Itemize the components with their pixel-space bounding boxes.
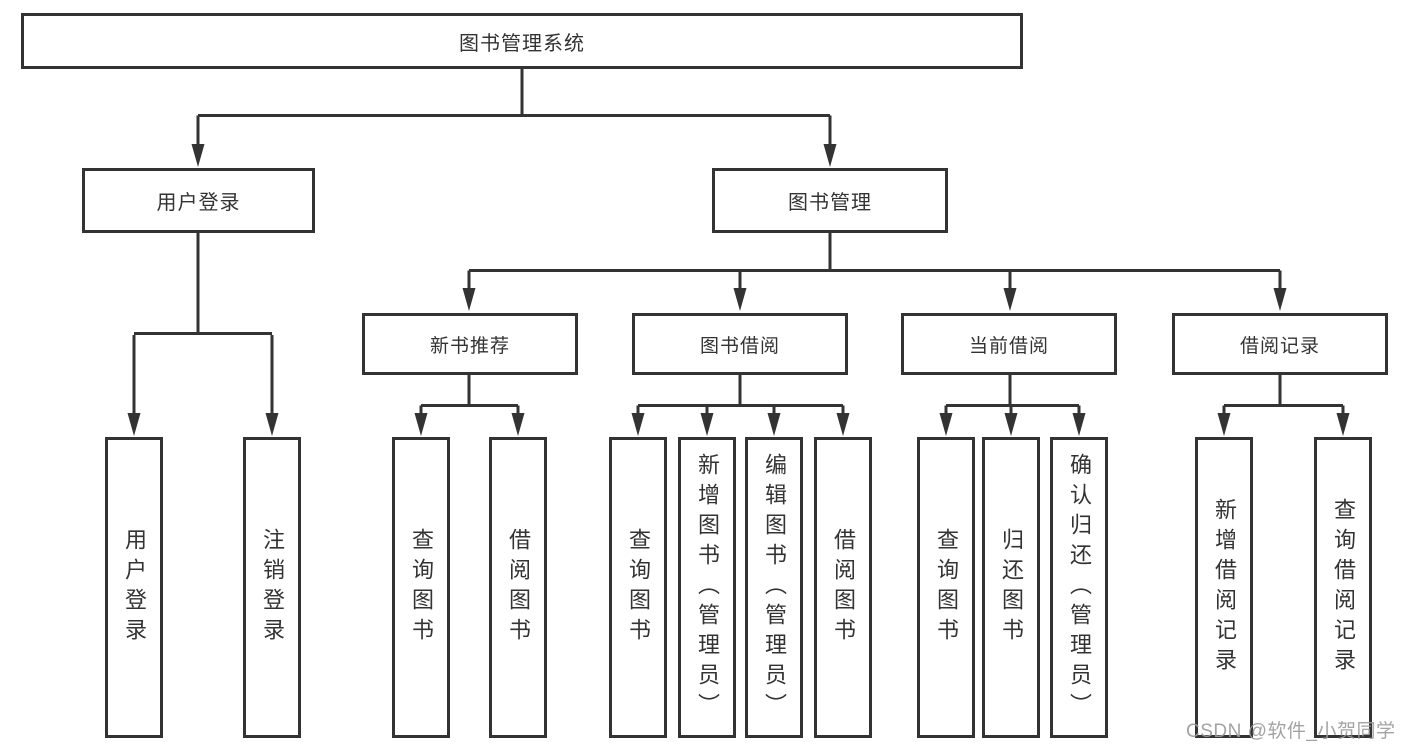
connector-arrowhead [939,413,953,436]
connector-arrowhead [631,413,645,436]
node-borrow-record-label: 借阅记录 [1239,335,1320,357]
connector-arrowhead [1217,413,1231,436]
connector-arrowhead [1003,288,1017,311]
leaf-query-book-2: 查询图书 [609,437,667,738]
connector-current-borrow-branch [944,375,1081,416]
node-user-login: 用户登录 [82,168,315,233]
node-book-mgmt-label: 图书管理 [788,192,872,214]
leaf-borrow-book-2: 借阅图书 [814,437,872,738]
leaf-label: 编辑图书（管理员） [762,452,787,723]
leaf-edit-book-admin: 编辑图书（管理员） [745,437,803,738]
node-book-mgmt: 图书管理 [712,168,948,233]
connector-arrowhead [1273,288,1287,311]
connector-borrow-record-branch [1222,375,1345,416]
node-borrow-record: 借阅记录 [1172,313,1388,375]
connector-arrowhead [836,413,850,436]
leaf-label: 用户登录 [122,527,147,648]
connector-arrowhead [1072,413,1086,436]
leaf-label: 确认归还（管理员） [1067,452,1092,723]
connector-arrowhead [127,413,141,436]
connector-arrowhead [700,413,714,436]
leaf-user-login: 用户登录 [105,437,163,738]
leaf-borrow-book-1: 借阅图书 [489,437,547,738]
connector-arrowhead [1336,413,1350,436]
connector-arrowhead [462,288,476,311]
connector-book-mgmt-branch [467,232,1282,291]
leaf-logout: 注销登录 [243,437,301,738]
leaf-query-borrow-record: 查询借阅记录 [1314,437,1372,738]
leaf-confirm-return-admin: 确认归还（管理员） [1050,437,1108,738]
connector-user-login-branch [132,233,274,416]
leaf-query-book-3: 查询图书 [917,437,975,738]
connector-root-branch [196,69,832,146]
node-root-label: 图书管理系统 [459,32,585,55]
connector-arrowhead [191,144,205,167]
connector-book-borrow-branch [636,375,845,416]
connector-new-book-branch [419,375,520,416]
leaf-label: 归还图书 [999,527,1024,648]
leaf-query-book-1: 查询图书 [392,437,450,738]
connector-arrowhead [733,288,747,311]
connector-arrowhead [265,413,279,436]
node-user-login-label: 用户登录 [156,192,241,214]
connector-arrowhead [823,144,837,167]
connector-arrowhead [414,413,428,436]
leaf-label: 借阅图书 [506,527,531,648]
leaf-label: 查询图书 [934,527,959,648]
leaf-label: 查询图书 [409,527,434,648]
connector-arrowhead [511,413,525,436]
leaf-label: 借阅图书 [831,527,856,648]
node-root: 图书管理系统 [21,13,1023,69]
node-current-borrow-label: 当前借阅 [968,335,1049,357]
leaf-label: 新增图书（管理员） [695,452,720,723]
connector-arrowhead [767,413,781,436]
leaf-label: 新增借阅记录 [1212,497,1237,678]
connector-arrowhead [1004,413,1018,436]
leaf-label: 查询借阅记录 [1331,497,1356,678]
watermark: CSDN @软件_小贺同学 [1186,721,1396,742]
leaf-label: 注销登录 [260,527,285,648]
node-book-borrow-label: 图书借阅 [699,335,780,357]
node-current-borrow: 当前借阅 [901,313,1117,375]
node-book-borrow: 图书借阅 [632,313,848,375]
node-new-book: 新书推荐 [362,313,578,375]
node-new-book-label: 新书推荐 [429,335,510,357]
leaf-return-book: 归还图书 [982,437,1040,738]
leaf-label: 查询图书 [626,527,651,648]
leaf-add-book-admin: 新增图书（管理员） [678,437,736,738]
leaf-add-borrow-record: 新增借阅记录 [1195,437,1253,738]
